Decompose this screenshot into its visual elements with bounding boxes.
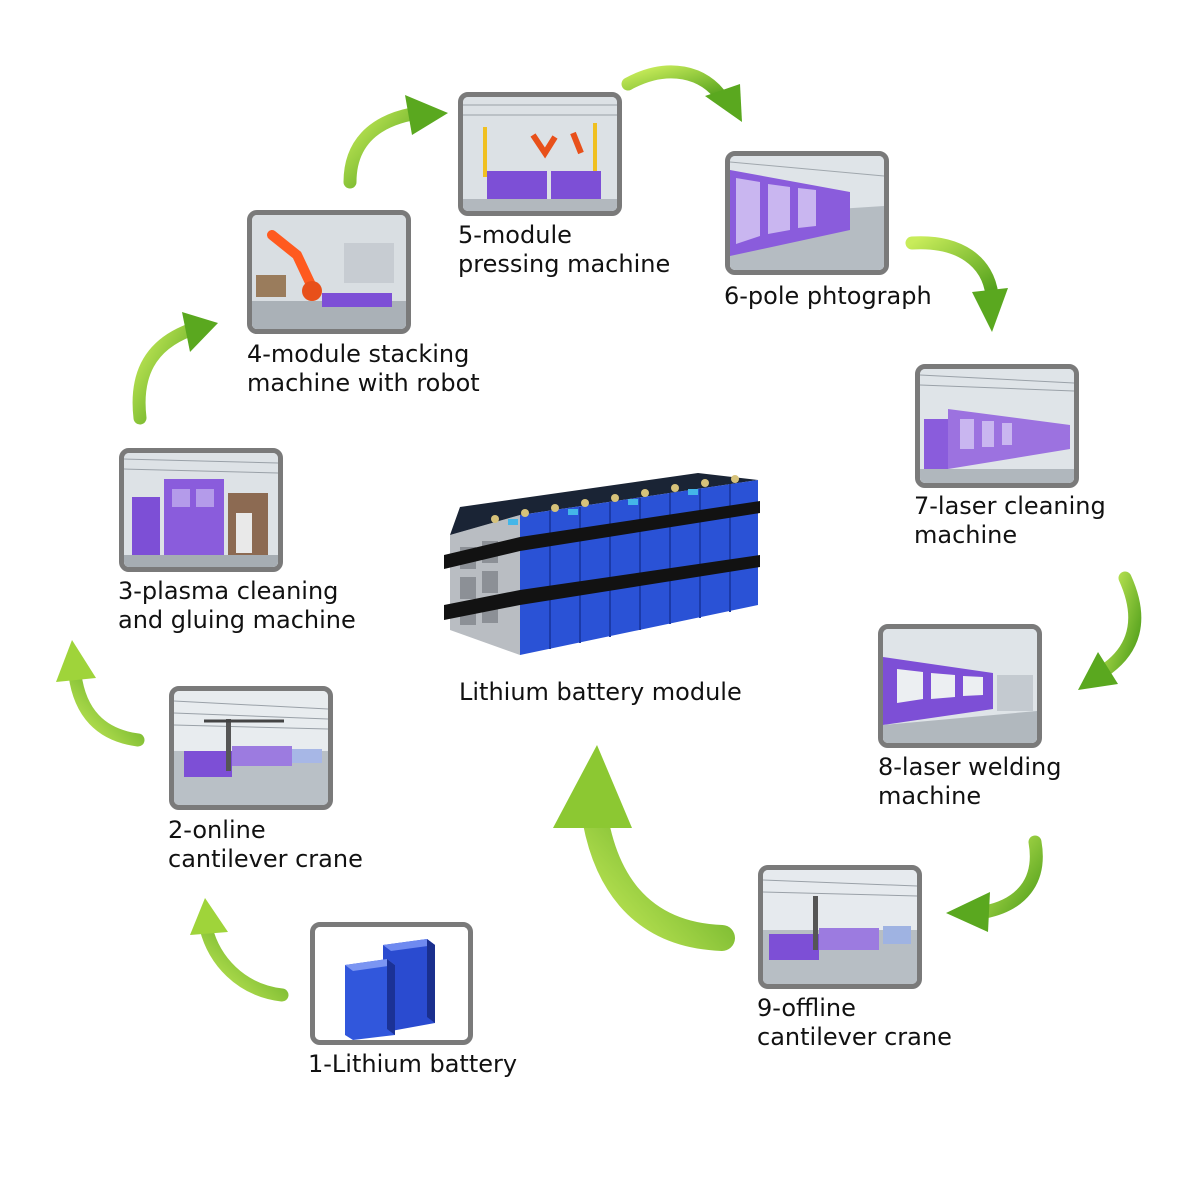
factory-photo bbox=[763, 870, 917, 984]
step-1-label: 1-Lithium battery bbox=[308, 1050, 517, 1079]
arrow-9-to-module bbox=[553, 745, 735, 951]
step-7-label-line1: 7-laser cleaning bbox=[914, 492, 1106, 520]
step-8-label-line1: 8-laser welding bbox=[878, 753, 1062, 781]
arrow-8-to-9 bbox=[946, 835, 1043, 932]
step-6-image bbox=[725, 151, 889, 275]
step-5-label: 5-module pressing machine bbox=[458, 221, 670, 279]
arrow-2-to-3 bbox=[56, 640, 145, 747]
step-1-label-line1: 1-Lithium battery bbox=[308, 1050, 518, 1078]
step-9-label-line2: cantilever crane bbox=[757, 1023, 952, 1051]
step-7-label: 7-laser cleaning machine bbox=[914, 492, 1106, 550]
step-2-label-line2: cantilever crane bbox=[168, 845, 363, 873]
step-6-label: 6-pole phtograph bbox=[724, 282, 932, 311]
step-9-image bbox=[758, 865, 922, 989]
step-2-label: 2-online cantilever crane bbox=[168, 816, 363, 874]
arrow-6-to-7 bbox=[905, 236, 1008, 332]
step-2-image bbox=[169, 686, 333, 810]
arrow-4-to-5 bbox=[343, 95, 448, 189]
step-3-label-line2: and gluing machine bbox=[118, 606, 356, 634]
arrow-5-to-6 bbox=[621, 65, 742, 122]
step-6-label-line1: 6-pole phtograph bbox=[724, 282, 932, 310]
battery-module-picture bbox=[444, 473, 760, 655]
factory-photo bbox=[730, 156, 884, 270]
step-9-label: 9-offline cantilever crane bbox=[757, 994, 952, 1052]
step-5-image bbox=[458, 92, 622, 216]
step-1-image bbox=[310, 922, 473, 1045]
step-5-label-line1: 5-module bbox=[458, 221, 572, 249]
factory-photo bbox=[252, 215, 406, 329]
arrow-7-to-8 bbox=[1078, 571, 1142, 690]
factory-photo bbox=[920, 369, 1074, 483]
step-8-image bbox=[878, 624, 1042, 748]
step-8-label-line2: machine bbox=[878, 782, 982, 810]
step-4-label-line1: 4-module stacking bbox=[247, 340, 470, 368]
step-8-label: 8-laser welding machine bbox=[878, 753, 1061, 811]
step-5-label-line2: pressing machine bbox=[458, 250, 671, 278]
center-module-label: Lithium battery module bbox=[459, 678, 742, 706]
step-4-label: 4-module stacking machine with robot bbox=[247, 340, 480, 398]
factory-photo bbox=[174, 691, 328, 805]
step-7-image bbox=[915, 364, 1079, 488]
step-3-image bbox=[119, 448, 283, 572]
step-7-label-line2: machine bbox=[914, 521, 1018, 549]
step-4-image bbox=[247, 210, 411, 334]
step-3-label-line1: 3-plasma cleaning bbox=[118, 577, 339, 605]
factory-photo bbox=[463, 97, 617, 211]
arrow-1-to-2 bbox=[190, 898, 289, 1002]
battery-cells-picture bbox=[315, 927, 468, 1040]
step-4-label-line2: machine with robot bbox=[247, 369, 480, 397]
step-9-label-line1: 9-offline bbox=[757, 994, 856, 1022]
step-2-label-line1: 2-online bbox=[168, 816, 266, 844]
arrow-3-to-4 bbox=[132, 312, 218, 425]
factory-photo bbox=[883, 629, 1037, 743]
step-3-label: 3-plasma cleaning and gluing machine bbox=[118, 577, 356, 635]
factory-photo bbox=[124, 453, 278, 567]
